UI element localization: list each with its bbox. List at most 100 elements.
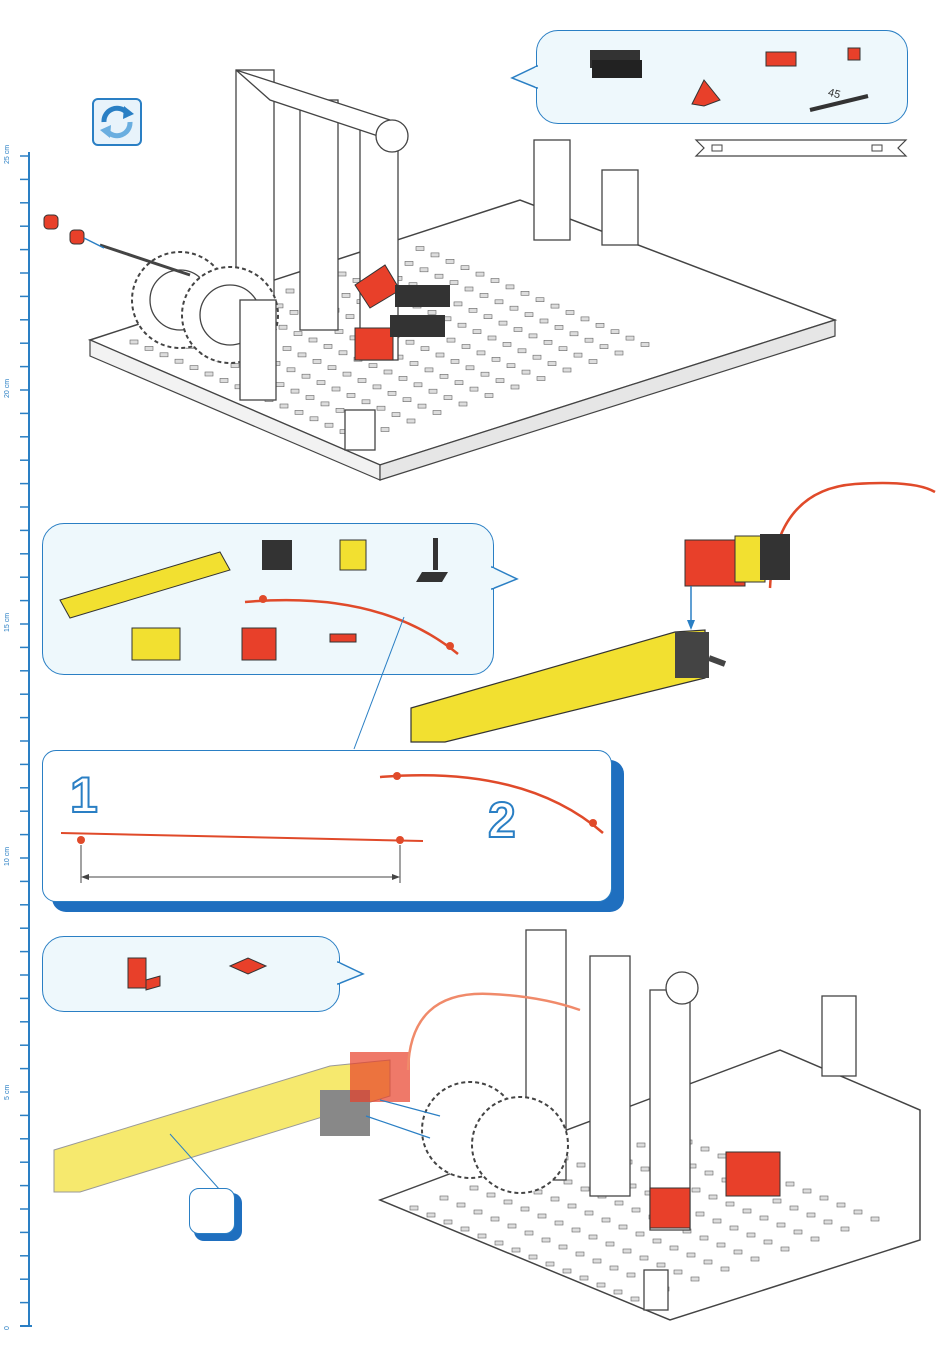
plate-hole (610, 1266, 618, 1270)
plate-hole (705, 1171, 713, 1175)
plate-hole (538, 1214, 546, 1218)
plate-hole (508, 1224, 516, 1228)
plate-hole (440, 1196, 448, 1200)
plate-hole (790, 1206, 798, 1210)
plate-hole (436, 353, 444, 357)
ruler-label-10: 10 cm (4, 847, 11, 866)
plate-hole (563, 368, 571, 372)
plate-hole (576, 1252, 584, 1256)
plate-hole (525, 1231, 533, 1235)
plate-hole (751, 1257, 759, 1261)
plate-hole (627, 1273, 635, 1277)
plate-hole (518, 349, 526, 353)
plate-hole (597, 1283, 605, 1287)
plate-hole (730, 1226, 738, 1230)
plate-hole (294, 332, 302, 336)
plate-hole (632, 1208, 640, 1212)
red-hub-block-icon (242, 628, 276, 660)
plate-hole (717, 1243, 725, 1247)
plate-hole (428, 310, 436, 314)
plate-hole (544, 340, 552, 344)
plate-hole (807, 1213, 815, 1217)
plate-hole (726, 1202, 734, 1206)
plate-hole (670, 1246, 678, 1250)
plate-hole (636, 1232, 644, 1236)
plate-hole (555, 325, 563, 329)
plate-hole (462, 345, 470, 349)
plate-hole (338, 272, 346, 276)
plate-hole (704, 1260, 712, 1264)
plate-hole (701, 1147, 709, 1151)
plate-hole (781, 1247, 789, 1251)
plate-hole (589, 1235, 597, 1239)
plate-hole (548, 362, 556, 366)
plate-hole (794, 1230, 802, 1234)
plate-hole (602, 1218, 610, 1222)
plate-hole (495, 1241, 503, 1245)
plate-hole (410, 1206, 418, 1210)
plate-hole (480, 293, 488, 297)
black-block-icon (262, 540, 292, 570)
plate-hole (692, 1188, 700, 1192)
plate-hole (503, 342, 511, 346)
plate-hole (407, 419, 415, 423)
plate-hole (420, 268, 428, 272)
plate-hole (431, 253, 439, 257)
yellow-bar-assembly (405, 480, 950, 750)
plate-hole (470, 1186, 478, 1190)
plate-hole (572, 1228, 580, 1232)
plate-hole (381, 428, 389, 432)
plate-hole (734, 1250, 742, 1254)
plate-hole (718, 1154, 726, 1158)
plate-hole (533, 355, 541, 359)
plate-hole (637, 1143, 645, 1147)
plate-hole (324, 344, 332, 348)
plate-hole (551, 1197, 559, 1201)
plate-hole (440, 374, 448, 378)
plate-hole (465, 287, 473, 291)
plate-hole (841, 1227, 849, 1231)
plate-hole (514, 328, 522, 332)
plate-hole (521, 1207, 529, 1211)
plate-hole (529, 334, 537, 338)
ruler-label-25: 25 cm (4, 145, 11, 164)
plate-hole (287, 368, 295, 372)
plate-hole (747, 1233, 755, 1237)
plate-hole (454, 302, 462, 306)
plate-hole (435, 274, 443, 278)
plate-hole (585, 1211, 593, 1215)
plate-hole (540, 319, 548, 323)
plate-hole (510, 306, 518, 310)
plate-hole (447, 338, 455, 342)
plate-hole (696, 1212, 704, 1216)
blank-step-badge (189, 1188, 235, 1234)
plate-hole (521, 291, 529, 295)
plate-hole (721, 1267, 729, 1271)
plate-hole (481, 372, 489, 376)
plate-hole (568, 1204, 576, 1208)
plate-hole (593, 1259, 601, 1263)
plate-hole (641, 1167, 649, 1171)
plate-hole (302, 374, 310, 378)
plate-hole (343, 372, 351, 376)
plate-hole (640, 1256, 648, 1260)
plate-hole (425, 368, 433, 372)
plate-hole (687, 1253, 695, 1257)
top-model-illustration (40, 60, 840, 490)
plate-hole (332, 387, 340, 391)
plate-hole (596, 323, 604, 327)
plate-hole (626, 336, 634, 340)
plate-hole (310, 417, 318, 421)
plate-hole (606, 1242, 614, 1246)
plate-hole (373, 385, 381, 389)
plate-hole (457, 1203, 465, 1207)
bottom-model-illustration (50, 920, 930, 1340)
plate-hole (559, 1245, 567, 1249)
plate-hole (487, 1193, 495, 1197)
plate-hole (369, 364, 377, 368)
plate-hole (377, 406, 385, 410)
plate-hole (455, 381, 463, 385)
plate-hole (339, 351, 347, 355)
plate-hole (536, 298, 544, 302)
plate-hole (450, 281, 458, 285)
